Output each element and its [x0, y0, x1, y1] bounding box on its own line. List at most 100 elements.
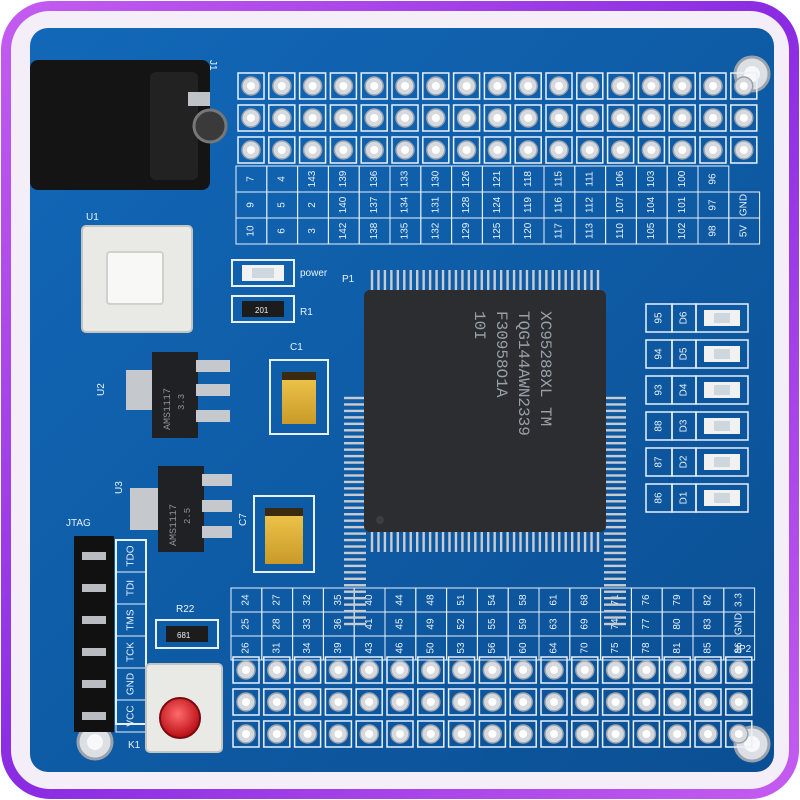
pad-outline	[298, 104, 327, 132]
pad-hole	[550, 666, 558, 674]
chip-pin	[403, 530, 406, 552]
pad-hole	[524, 146, 533, 154]
chip-pin	[344, 538, 366, 542]
pad-outline	[422, 136, 450, 164]
k1-label: K1	[128, 740, 141, 751]
pad-hole	[616, 82, 625, 90]
pad-hole	[704, 666, 712, 674]
chip-pin	[435, 270, 438, 292]
pin-number-label: 115	[554, 171, 565, 187]
pad-hole	[734, 698, 743, 706]
chip-pin	[467, 530, 471, 552]
pad-outline	[232, 656, 260, 684]
p1-label: P1	[342, 274, 355, 285]
led-pin-label: 93	[654, 384, 665, 396]
chip-pin	[493, 270, 496, 292]
pad-hole	[277, 82, 286, 90]
pad-outline	[268, 136, 296, 164]
chip-pin	[422, 530, 425, 552]
chip-pin	[604, 564, 626, 568]
pin-number-label: 117	[554, 223, 565, 239]
chip-pin	[604, 500, 626, 503]
jtag-pin	[82, 584, 106, 592]
chip-pin	[428, 530, 432, 552]
chip-pin	[344, 429, 366, 432]
chip-pin	[390, 530, 393, 552]
pin-number-label: 83	[703, 618, 714, 630]
chip-pin	[604, 487, 626, 490]
pad-outline	[355, 656, 383, 684]
chip-pin	[532, 530, 535, 552]
pad-outline	[386, 656, 414, 684]
pad-outline	[422, 72, 450, 100]
pad-hole	[647, 114, 656, 122]
chip-pin	[344, 545, 366, 548]
chip-pin	[519, 530, 522, 552]
red-button-cap	[159, 697, 201, 739]
pin-number-label: 126	[461, 170, 472, 187]
pin-number-label: 142	[338, 222, 349, 239]
pad-outline	[514, 104, 542, 132]
chip-pin	[604, 474, 626, 477]
pin-number-label: 31	[271, 642, 282, 654]
pin-number-label: 4	[276, 176, 287, 182]
pad-hole	[611, 698, 620, 706]
pad-outline	[360, 104, 388, 132]
chip-pin	[383, 270, 387, 292]
chip-pin	[493, 530, 496, 552]
jtag-pin	[82, 648, 106, 656]
pad-hole	[272, 730, 281, 738]
pad-outline	[329, 72, 358, 100]
pad-outline	[632, 720, 661, 748]
chip-pin	[344, 622, 366, 626]
pin-number-label: GND	[733, 613, 744, 635]
pin-number-label: 78	[641, 642, 652, 654]
pin-number-label: 2	[307, 202, 318, 208]
chip-pin	[416, 530, 419, 552]
chip-pin	[604, 590, 626, 593]
chip-pin	[344, 487, 366, 490]
pad-hole	[247, 146, 255, 154]
jtag-pin	[82, 680, 106, 688]
pad-hole	[709, 114, 717, 122]
chip-pin	[344, 422, 366, 426]
pad-outline	[699, 72, 727, 100]
pad-hole	[555, 146, 563, 154]
chip-pin	[545, 530, 548, 552]
pad-outline	[386, 688, 414, 716]
chip-pin	[344, 584, 366, 587]
chip-pin	[487, 270, 490, 292]
u3-part: AMS1117	[169, 504, 180, 546]
pad-hole	[247, 114, 255, 122]
pin-number-label: 134	[400, 196, 411, 213]
pad-outline	[422, 104, 450, 132]
chip-pin	[422, 270, 425, 292]
pad-hole	[616, 146, 625, 154]
pin-number-label: 26	[241, 642, 252, 654]
pad-outline	[632, 656, 661, 684]
pad-outline	[509, 688, 537, 716]
pin-number-label: 25	[241, 618, 252, 630]
chip-pin	[344, 590, 366, 593]
pad-outline	[447, 656, 476, 684]
pad-hole	[401, 146, 409, 154]
chip-pin	[590, 530, 593, 552]
chip-pin	[344, 616, 366, 619]
pin-number-label: 100	[677, 170, 688, 187]
chip-pin	[604, 551, 626, 555]
pin-number-label: 107	[615, 196, 626, 213]
pin-number-label: 68	[579, 594, 590, 606]
pad-outline	[725, 656, 753, 684]
pad-hole	[242, 698, 250, 706]
chip-pin	[583, 270, 587, 292]
pad-hole	[493, 114, 502, 122]
pad-outline	[452, 104, 481, 132]
r1-code: 201	[255, 306, 269, 315]
pad-outline	[483, 136, 512, 164]
pin-number-label: 139	[338, 170, 349, 187]
chip-pin	[344, 500, 366, 503]
pin-number-label: 63	[549, 618, 560, 630]
chip-pin	[344, 403, 366, 406]
